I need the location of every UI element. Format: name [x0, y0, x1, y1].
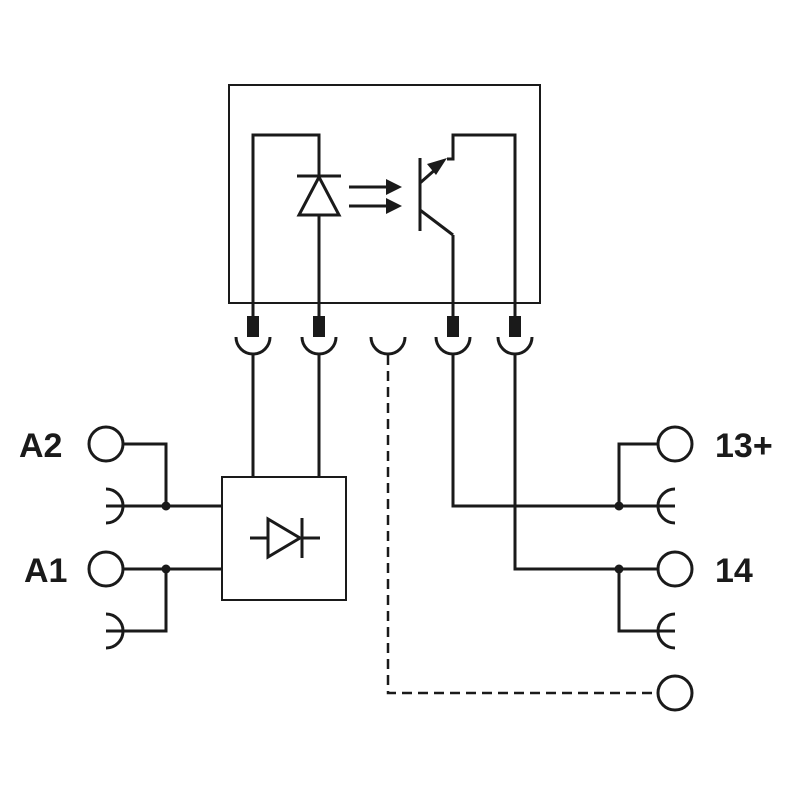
plug-pin-1	[234, 316, 272, 356]
label-a2: A2	[19, 427, 63, 465]
plug-pin-2	[300, 316, 338, 356]
optocoupler-module-box	[228, 84, 541, 304]
a1-bridge-wire	[106, 569, 168, 633]
a1-bridge-socket	[105, 612, 125, 650]
phototransistor-icon	[418, 158, 454, 237]
a2-wire	[123, 442, 222, 508]
terminal-13[interactable]	[656, 425, 694, 463]
transistor-collector-wire	[447, 133, 517, 318]
terminal-13-bridge-socket	[656, 487, 676, 525]
terminal-13-wire	[617, 442, 658, 506]
terminal-13-junction-dot	[614, 501, 624, 511]
a2-junction-dot	[161, 501, 171, 511]
plug-pin-5	[496, 316, 534, 356]
label-14: 14	[715, 552, 753, 590]
dashed-bridge-wire	[386, 355, 658, 695]
plug-pin-4	[434, 316, 472, 356]
terminal-14-bridge-wire	[617, 569, 675, 633]
pin4-output-wire	[451, 355, 675, 508]
light-emission-arrows-icon	[349, 179, 402, 214]
terminal-14-bridge-socket	[656, 612, 676, 650]
led-diode-icon	[296, 173, 342, 217]
pin5-output-wire	[513, 355, 658, 571]
terminal-a2[interactable]	[87, 425, 125, 463]
terminal-a1[interactable]	[87, 550, 125, 588]
plug-socket-empty	[369, 336, 407, 356]
terminal-14[interactable]	[656, 550, 694, 588]
a1-junction-dot	[161, 564, 171, 574]
led-input-loop-wire	[251, 133, 321, 318]
label-a1: A1	[24, 552, 68, 590]
terminal-14-junction-dot	[614, 564, 624, 574]
label-13: 13+	[715, 427, 773, 465]
terminal-bottom-right[interactable]	[656, 674, 694, 712]
protection-diode-icon	[250, 516, 320, 560]
